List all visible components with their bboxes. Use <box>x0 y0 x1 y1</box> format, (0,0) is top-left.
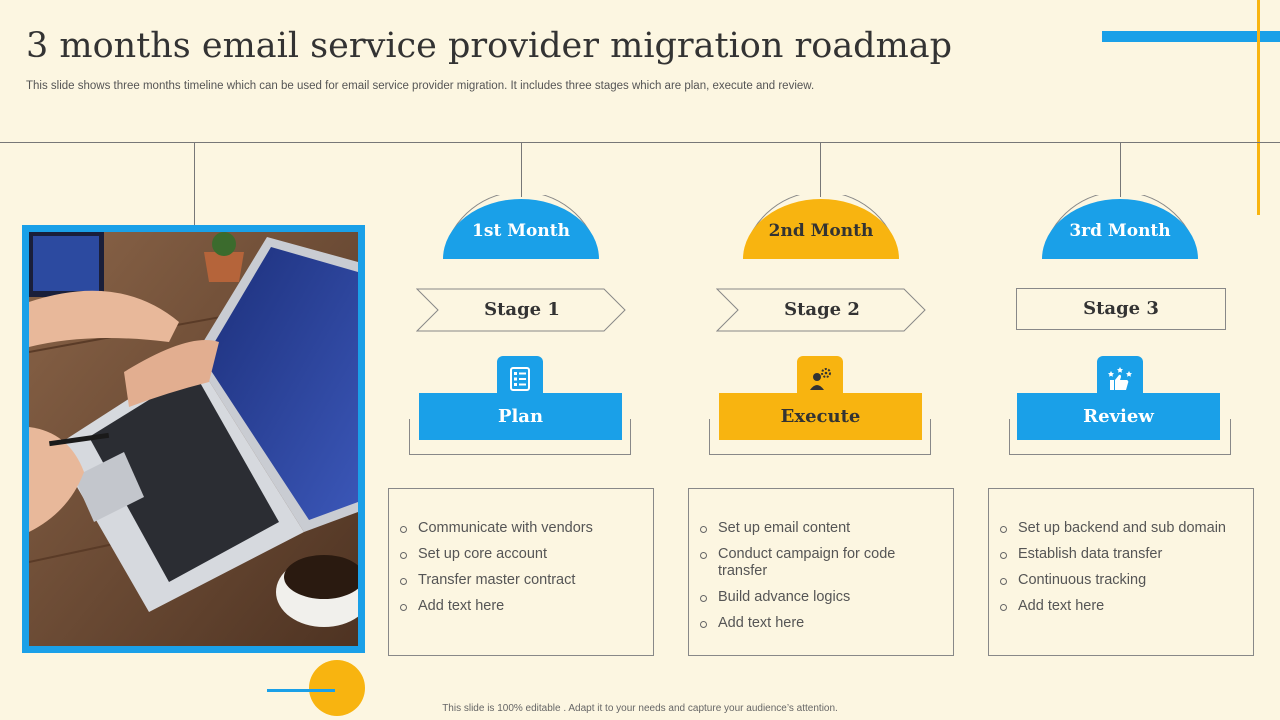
decorative-yellow-circle <box>309 660 365 716</box>
photo-connector-line <box>194 142 195 225</box>
list-item: Add text here <box>699 615 941 632</box>
month-2-connector <box>820 142 821 197</box>
month-badge-3: 3rd Month <box>1040 195 1200 261</box>
month-badge-2: 2nd Month <box>741 195 901 261</box>
month-badge-arc <box>743 195 899 259</box>
task-list-2: Set up email content Conduct campaign fo… <box>688 488 954 656</box>
stage-arrow-2: Stage 2 <box>716 288 928 332</box>
month-label: 2nd Month <box>768 221 874 241</box>
thumbs-up-stars-icon <box>1097 356 1143 402</box>
decorative-blue-dash <box>267 689 335 692</box>
stage-label: Stage 2 <box>784 299 860 320</box>
page-title: 3 months email service provider migratio… <box>26 26 953 66</box>
footer-note: This slide is 100% editable . Adapt it t… <box>442 703 838 714</box>
phase-outline-3 <box>1009 419 1231 455</box>
accent-bar <box>1102 31 1280 42</box>
page-subtitle: This slide shows three months timeline w… <box>26 80 815 92</box>
person-gear-icon <box>797 356 843 402</box>
list-item: Add text here <box>399 598 641 615</box>
month-3-connector <box>1120 142 1121 197</box>
task-list-3: Set up backend and sub domain Establish … <box>988 488 1254 656</box>
stage-arrow-1: Stage 1 <box>416 288 628 332</box>
list-item: Transfer master contract <box>399 572 641 589</box>
list-item: Build advance logics <box>699 589 941 606</box>
laptop-photo-illustration <box>29 232 358 646</box>
task-list-1: Communicate with vendors Set up core acc… <box>388 488 654 656</box>
month-label: 1st Month <box>472 221 570 241</box>
month-badge-1: 1st Month <box>441 195 601 261</box>
stage-arrow-shape <box>716 288 926 332</box>
list-item: Communicate with vendors <box>399 520 641 537</box>
stage-label: Stage 3 <box>1083 298 1159 319</box>
stage-label: Stage 1 <box>484 299 560 320</box>
list-item: Add text here <box>999 598 1241 615</box>
stage-box-shape <box>1016 288 1226 330</box>
accent-vertical-line <box>1257 0 1260 215</box>
list-item: Conduct campaign for code transfer <box>699 546 941 580</box>
list-item: Set up email content <box>699 520 941 537</box>
laptop-photo <box>29 232 358 646</box>
list-item: Continuous tracking <box>999 572 1241 589</box>
photo-frame <box>22 225 365 653</box>
list-item: Establish data transfer <box>999 546 1241 563</box>
month-badge-arc <box>443 195 599 259</box>
timeline-line <box>0 142 1280 143</box>
list-item: Set up core account <box>399 546 641 563</box>
phase-outline-1 <box>409 419 631 455</box>
month-1-connector <box>521 142 522 197</box>
checklist-icon <box>497 356 543 402</box>
month-badge-arc <box>1042 195 1198 259</box>
stage-arrow-shape <box>416 288 626 332</box>
month-label: 3rd Month <box>1069 221 1171 241</box>
phase-outline-2 <box>709 419 931 455</box>
phase-review: Review <box>1017 393 1220 440</box>
list-item: Set up backend and sub domain <box>999 520 1241 537</box>
stage-box-3: Stage 3 <box>1016 288 1226 332</box>
